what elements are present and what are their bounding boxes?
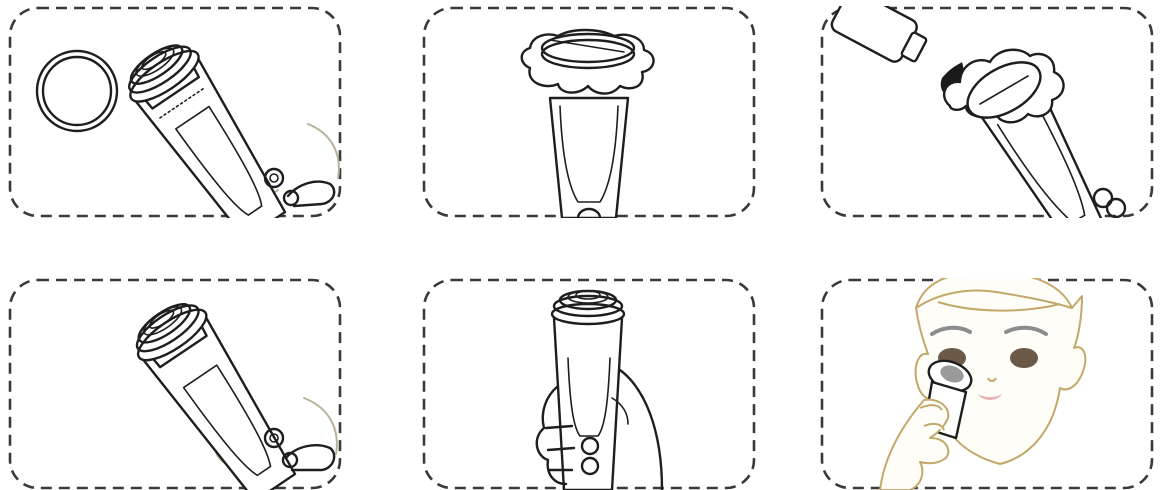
button-icon <box>265 169 283 187</box>
step-panel-hold-device <box>422 278 756 490</box>
foam-icon <box>522 30 654 94</box>
step-illustration-remove-cap <box>8 6 342 218</box>
hand-icon <box>880 400 948 490</box>
step-panel-press-button <box>8 278 342 490</box>
tube-icon <box>829 6 932 71</box>
step-illustration-hold-device <box>422 278 756 490</box>
device-icon <box>552 291 624 490</box>
device-icon <box>125 292 308 490</box>
step-panel-use-on-face <box>820 278 1154 490</box>
step-illustration-press-button <box>8 278 342 490</box>
step-panel-apply-cleanser <box>820 6 1154 218</box>
step-illustration-foam-head <box>422 6 756 218</box>
device-icon <box>550 98 628 218</box>
step-panel-remove-cap <box>8 6 342 218</box>
right-eye <box>1010 348 1038 368</box>
step-illustration-use-on-face <box>820 278 1154 490</box>
step-panel-foam-head <box>422 6 756 218</box>
device-icon <box>117 33 298 218</box>
step-illustration-apply-cleanser <box>820 6 1154 218</box>
ring-cap-icon <box>37 51 117 131</box>
